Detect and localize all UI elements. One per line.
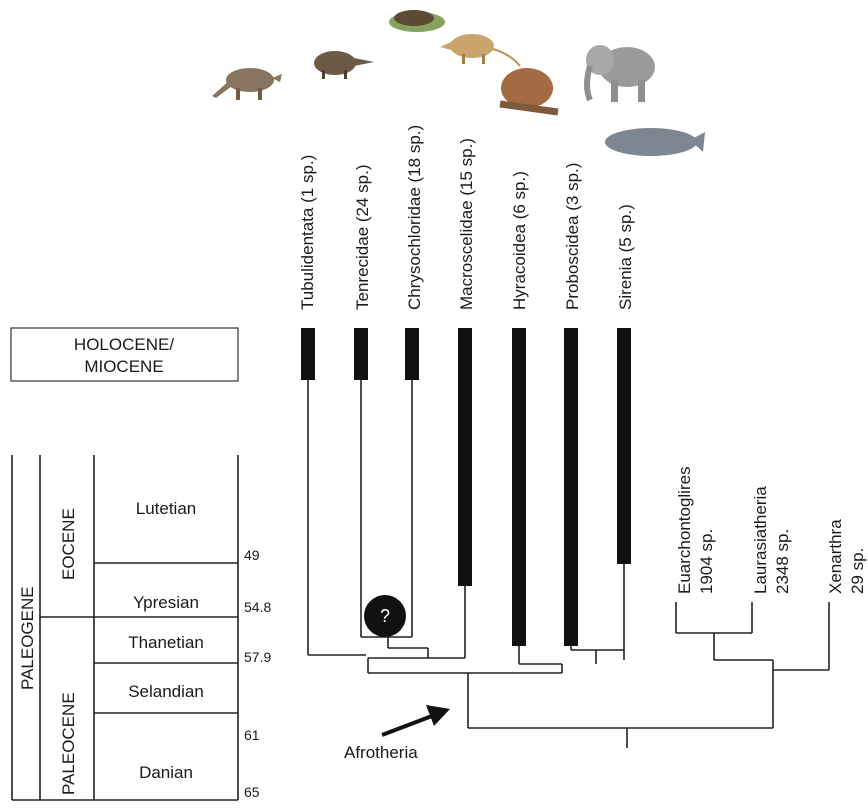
stage-label-selandian: Selandian xyxy=(128,682,204,701)
question-mark: ? xyxy=(380,606,390,626)
stage-label-lutetian: Lutetian xyxy=(136,499,197,518)
lineage-bar-proboscidea xyxy=(564,328,578,646)
geologic-timescale xyxy=(12,455,238,800)
afrotheria-label: Afrotheria xyxy=(344,743,418,762)
lineage-bar-chrysochloridae xyxy=(405,328,419,380)
elephant-shrew-icon xyxy=(440,34,520,66)
epoch-label-eocene: EOCENE xyxy=(59,508,78,580)
lineage-bar-sirenia xyxy=(617,328,631,564)
age-label-49: 49 xyxy=(244,547,260,563)
miocene-label: MIOCENE xyxy=(84,357,163,376)
period-label: PALEOGENE xyxy=(18,586,37,690)
taxon-label-tenrecidae: Tenrecidae (24 sp.) xyxy=(353,164,372,310)
stage-label-danian: Danian xyxy=(139,763,193,782)
stage-label-ypresian: Ypresian xyxy=(133,593,199,612)
lineage-bar-hyracoidea xyxy=(512,328,526,646)
lineage-bar-tenrecidae xyxy=(354,328,368,380)
taxon-label-chrysochloridae: Chrysochloridae (18 sp.) xyxy=(405,125,424,310)
epoch-label-paleocene: PALEOCENE xyxy=(59,692,78,795)
age-label-65: 65 xyxy=(244,784,260,800)
lineage-bar-macroscelidae xyxy=(458,328,472,586)
outgroup-label-xenarthra: Xenarthra xyxy=(826,519,845,594)
taxon-label-tubulidentata: Tubulidentata (1 sp.) xyxy=(298,155,317,310)
lineage-bar-tubulidentata xyxy=(301,328,315,380)
age-label-61: 61 xyxy=(244,727,260,743)
taxon-label-sirenia: Sirenia (5 sp.) xyxy=(616,204,635,310)
outgroup-count-laurasiatheria: 2348 sp. xyxy=(773,529,792,594)
outgroup-label-euarchontoglires: Euarchontoglires xyxy=(675,466,694,594)
aardvark-icon xyxy=(212,68,282,100)
holocene-label: HOLOCENE/ xyxy=(74,335,174,354)
golden-mole-icon xyxy=(389,10,445,32)
tenrec-icon xyxy=(314,51,374,79)
hyrax-icon xyxy=(500,68,558,112)
age-label-57-9: 57.9 xyxy=(244,649,271,665)
taxon-label-macroscelidae: Macroscelidae (15 sp.) xyxy=(457,138,476,310)
taxon-label-proboscidea: Proboscidea (3 sp.) xyxy=(563,163,582,310)
age-label-54-8: 54.8 xyxy=(244,599,271,615)
manatee-icon xyxy=(605,128,705,156)
taxon-label-hyracoidea: Hyracoidea (6 sp.) xyxy=(510,171,529,310)
afrotheria-arrow-icon xyxy=(382,705,450,735)
outgroup-count-xenarthra: 29 sp. xyxy=(848,548,867,594)
elephant-icon xyxy=(586,45,655,102)
outgroup-count-euarchontoglires: 1904 sp. xyxy=(697,529,716,594)
stage-label-thanetian: Thanetian xyxy=(128,633,204,652)
outgroup-label-laurasiatheria: Laurasiatheria xyxy=(751,486,770,594)
